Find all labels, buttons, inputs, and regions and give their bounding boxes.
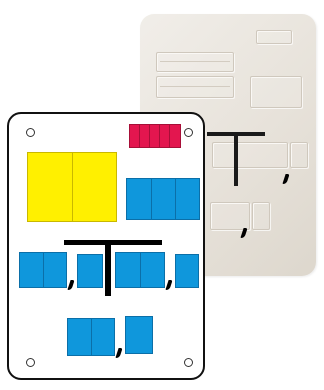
blue-block-row-1 — [19, 252, 67, 288]
back-slot-row-2 — [210, 202, 250, 230]
blue-block-row-4 — [175, 254, 199, 288]
comma-2 — [165, 280, 172, 290]
hole-top-right — [184, 128, 193, 137]
blue-block-row-2 — [77, 254, 103, 288]
back-slot-upper-left — [156, 52, 234, 72]
front-card — [7, 112, 205, 380]
red-block — [129, 124, 181, 148]
blue-block-row-3 — [115, 252, 165, 288]
back-slot-mid-right — [250, 76, 302, 108]
hole-bottom-left — [26, 358, 35, 367]
back-slot-row-1b — [290, 142, 308, 168]
comma-3 — [115, 348, 122, 358]
back-slot-mid-left — [156, 76, 234, 98]
back-slot-top-right — [256, 30, 292, 44]
t-bar-horizontal — [64, 240, 162, 245]
yellow-block — [27, 152, 117, 222]
hole-bottom-right — [184, 358, 193, 367]
hole-top-left — [26, 128, 35, 137]
blue-block-right — [126, 178, 200, 220]
comma-1 — [67, 280, 74, 290]
t-bar-vertical — [105, 240, 111, 296]
back-slot-row-1 — [212, 142, 288, 168]
blue-block-bottom-left — [67, 318, 115, 356]
blue-block-bottom-right — [125, 316, 153, 354]
back-t-bar-vertical — [234, 132, 238, 186]
back-slot-row-2b — [252, 202, 270, 230]
